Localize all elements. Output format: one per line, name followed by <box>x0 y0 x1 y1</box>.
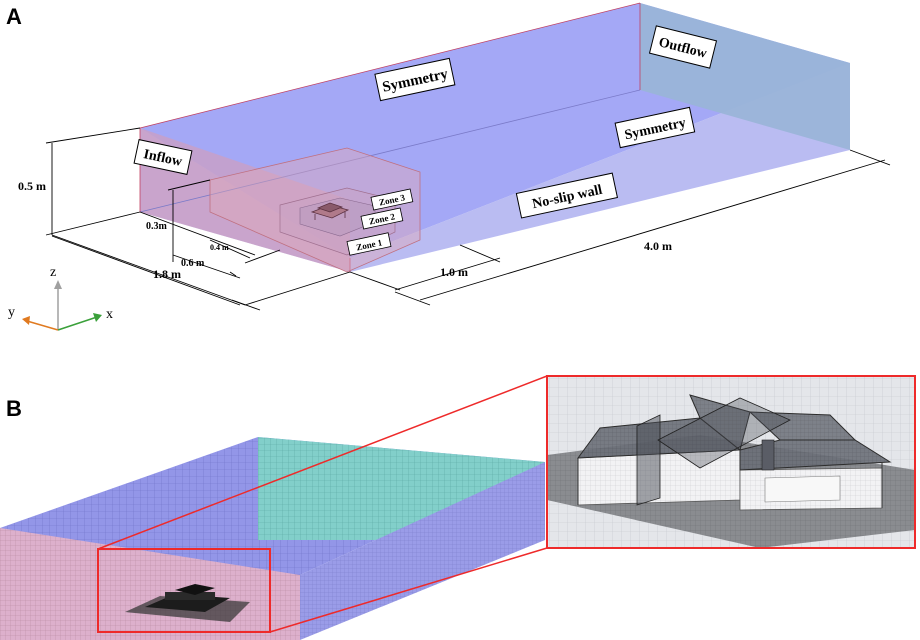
label-inflow: Inflow <box>133 139 193 175</box>
zoom-region-frame <box>97 548 271 633</box>
label-zone-1: Zone 1 <box>346 232 392 256</box>
dim-upstream-length: 1.0 m <box>440 265 468 279</box>
panel-a: A <box>6 2 891 331</box>
dimension-lines <box>45 127 891 311</box>
panel-b-letter: B <box>6 396 22 421</box>
house-model-small <box>310 202 350 220</box>
panel-b: B <box>0 375 916 640</box>
zoom-connector <box>97 375 548 550</box>
dim-zone-width-small: 0.4 m <box>210 243 229 252</box>
dim-height-zone: 0.3m <box>146 221 168 232</box>
panel-a-letter: A <box>6 4 22 29</box>
zoom-connector <box>269 547 548 633</box>
label-zone-2: Zone 2 <box>360 207 404 230</box>
house-model-mesh <box>145 584 230 612</box>
dim-domain-width: 1.8 m <box>153 267 181 281</box>
zoom-inset <box>547 376 915 548</box>
domain-edge <box>139 89 641 213</box>
label-outflow: Outflow <box>648 25 718 69</box>
axis-y-label: y <box>8 305 15 320</box>
domain-edge <box>139 2 641 129</box>
label-zone-3: Zone 3 <box>370 188 414 211</box>
coordinate-triad: z y x <box>8 265 113 331</box>
axis-x-label: x <box>106 307 113 322</box>
mesh-side-face <box>300 462 545 640</box>
domain-back-face <box>350 63 850 272</box>
zoom-inset-frame <box>546 375 916 549</box>
dim-zone-width-mid: 0.6 m <box>181 258 205 269</box>
dim-downstream-length: 4.0 m <box>644 239 672 253</box>
dim-height-domain: 0.5 m <box>18 179 46 193</box>
axis-z-label: z <box>50 265 56 280</box>
